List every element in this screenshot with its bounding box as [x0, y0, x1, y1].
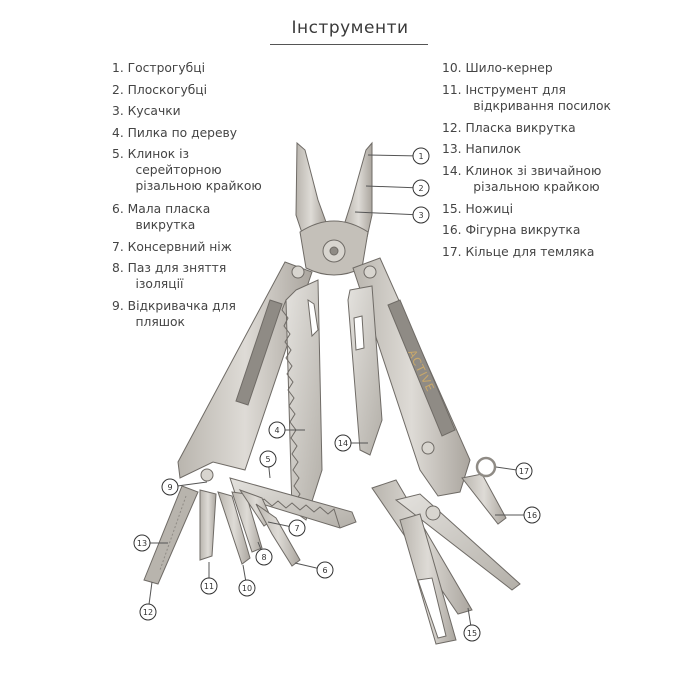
- legend-line: 15. Ножиці: [442, 201, 514, 216]
- shaped-screwdriver: [461, 473, 507, 525]
- legend-line: 1. Гострогубці: [112, 61, 206, 75]
- legend-left: 1. Гострогубці 2. Плоскогубці 3. Кусачки 4.…: [112, 60, 312, 360]
- legend-line: 5. Клинок із: [112, 147, 190, 161]
- callout-number: 14: [338, 439, 348, 448]
- callout-circle: [463, 624, 481, 642]
- legend-line: різальною крайкою: [112, 179, 262, 193]
- legend-line: 14. Клинок зі звичайною: [442, 163, 602, 178]
- callout-circle: [268, 421, 286, 439]
- callout-circle: [255, 548, 273, 566]
- callout-leader: [365, 185, 422, 189]
- awl: [217, 491, 251, 565]
- callout-circle: [161, 478, 179, 496]
- callout-circle: [133, 534, 151, 552]
- legend-line: 16. Фігурна викрутка: [442, 223, 581, 237]
- legend-item: 15. Ножиці: [442, 201, 513, 217]
- callout-number: 4: [274, 426, 279, 435]
- callout-number: 11: [204, 582, 214, 591]
- legend-line: 6. Мала пласка: [112, 201, 211, 216]
- small-tools: [199, 489, 301, 567]
- callout-circle: [412, 179, 430, 197]
- legend-item: 10. Шило-кернер: [442, 60, 553, 76]
- right-handle: [352, 257, 471, 497]
- callout-number: 3: [418, 211, 423, 220]
- legend-item: 3. Кусачки: [112, 103, 181, 119]
- legend-item: 7. Консервний ніж: [112, 239, 232, 255]
- legend-line: серейторною: [112, 163, 222, 177]
- legend-line: 9. Відкривачка для: [112, 299, 236, 313]
- callout-number: 1: [418, 152, 423, 161]
- legend-line: пляшок: [112, 315, 185, 329]
- file-tool: [143, 485, 199, 585]
- legend-item: 14. Клинок зі звичайною різальною крайко…: [442, 163, 601, 195]
- legend-line: 12. Пласка викрутка: [442, 120, 576, 135]
- legend-item: 12. Пласка викрутка: [442, 120, 576, 136]
- legend-item: 9. Відкривачка для пляшок: [112, 298, 236, 330]
- callout-number: 15: [467, 629, 477, 638]
- callout-number: 12: [143, 608, 153, 617]
- legend-item: 6. Мала пласка викрутка: [112, 201, 210, 233]
- callout-number: 16: [527, 511, 537, 520]
- callout-circle: [238, 579, 256, 597]
- legend-line: 3. Кусачки: [112, 104, 181, 118]
- callout-circle: [412, 206, 430, 224]
- callout-number: 5: [265, 455, 270, 464]
- callout-circle: [523, 506, 541, 524]
- callout-number: 17: [519, 467, 529, 476]
- legend-line: 4. Пилка по дереву: [112, 125, 238, 140]
- legend-right: 10. Шило-кернер 11. Інструмент для відкри…: [442, 60, 682, 280]
- parcel-opener: [199, 489, 217, 561]
- callout-leader: [367, 154, 422, 157]
- legend-item: 4. Пилка по дереву: [112, 125, 237, 141]
- legend-line: 7. Консервний ніж: [112, 239, 232, 254]
- callout-number: 6: [322, 566, 327, 575]
- pliers-jaws: [295, 141, 373, 276]
- legend-line: ізоляції: [112, 277, 184, 291]
- callout-number: 9: [167, 483, 172, 492]
- callout-circle: [515, 462, 533, 480]
- callout-circle: [412, 147, 430, 165]
- callout-circle: [200, 577, 218, 595]
- legend-item: 2. Плоскогубці: [112, 82, 207, 98]
- callout-leader: [354, 211, 422, 216]
- callout-number: 2: [418, 184, 423, 193]
- scissors: [371, 479, 521, 645]
- legend-line: 8. Паз для зняття: [112, 261, 227, 275]
- legend-item: 16. Фігурна викрутка: [442, 222, 580, 238]
- lanyard-ring: [475, 456, 497, 478]
- legend-line: 10. Шило-кернер: [442, 61, 553, 75]
- saw-blade: [281, 279, 323, 521]
- callout-number: 8: [261, 553, 266, 562]
- callout-number: 7: [294, 524, 299, 533]
- legend-item: 17. Кільце для темляка: [442, 244, 594, 260]
- legend-item: 1. Гострогубці: [112, 60, 205, 76]
- legend-line: 17. Кільце для темляка: [442, 244, 595, 259]
- callout-number: 10: [242, 584, 252, 593]
- legend-item: 13. Напилок: [442, 141, 521, 157]
- callout-number: 13: [137, 539, 147, 548]
- legend-line: відкривання посилок: [442, 98, 611, 113]
- page-title: Інструменти: [291, 18, 409, 38]
- legend-line: 13. Напилок: [442, 142, 522, 156]
- legend-item: 11. Інструмент для відкривання посилок: [442, 82, 611, 114]
- legend-line: 2. Плоскогубці: [112, 82, 208, 97]
- callout-circle: [288, 519, 306, 537]
- plain-blade: [347, 285, 383, 456]
- title-underline: [270, 44, 428, 45]
- legend-line: різальною крайкою: [442, 179, 600, 194]
- callout-circle: [259, 450, 277, 468]
- legend-line: 11. Інструмент для: [442, 82, 566, 97]
- callout-circle: [316, 561, 334, 579]
- legend-item: 5. Клинок із серейторною різальною крайк…: [112, 146, 262, 194]
- callout-circle: [139, 603, 157, 621]
- legend-item: 8. Паз для зняття ізоляції: [112, 260, 226, 292]
- callout-circle: [334, 434, 352, 452]
- left-handle: [177, 261, 313, 482]
- wire-stripper: [231, 491, 263, 553]
- legend-line: викрутка: [112, 217, 196, 232]
